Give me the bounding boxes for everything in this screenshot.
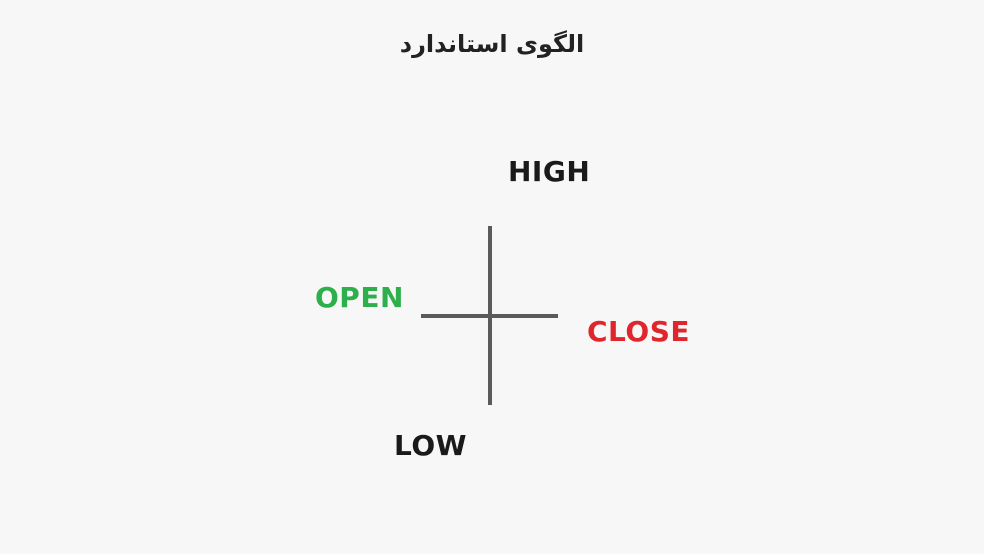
open-close-horizontal-line	[421, 314, 558, 318]
low-label: LOW	[394, 429, 468, 462]
high-label: HIGH	[508, 155, 591, 188]
close-label: CLOSE	[587, 315, 690, 348]
open-label: OPEN	[315, 281, 404, 314]
diagram-title: الگوی استاندارد	[399, 30, 585, 58]
